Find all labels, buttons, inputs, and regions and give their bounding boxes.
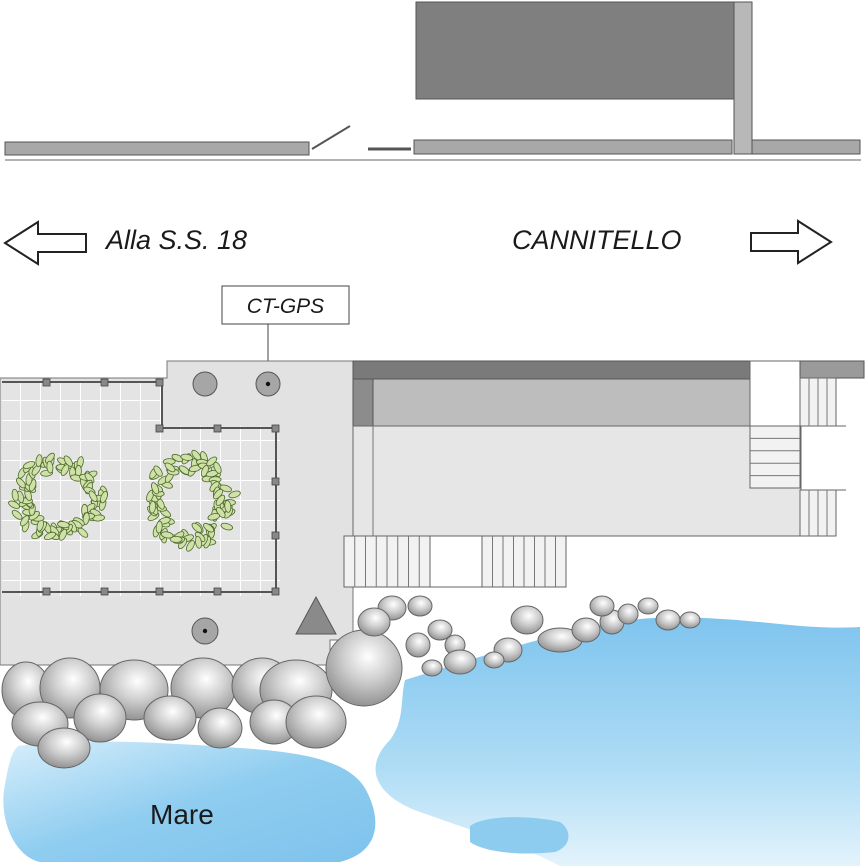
rock	[407, 595, 433, 617]
wall-far-right	[751, 139, 861, 155]
wall-right	[413, 139, 733, 155]
sea-lower-pool	[470, 817, 569, 854]
rock	[197, 707, 243, 749]
station-callout: CT-GPS	[221, 285, 350, 380]
direction-left: Alla S.S. 18	[3, 220, 247, 266]
rock	[285, 695, 347, 749]
stairs	[343, 377, 846, 588]
building-shadow-left	[352, 378, 374, 427]
building-roof-band	[372, 378, 751, 427]
rock	[143, 695, 197, 741]
rock	[325, 629, 403, 707]
left-arrow-icon	[3, 220, 87, 266]
building-block	[415, 1, 735, 100]
rock	[357, 607, 391, 637]
station-label-box	[221, 285, 350, 325]
rock	[510, 605, 544, 635]
rock	[679, 611, 701, 629]
building-complex	[343, 360, 865, 588]
stair-top-right	[799, 360, 865, 379]
shrub	[8, 452, 108, 541]
right-arrow-icon	[750, 219, 833, 265]
rock	[73, 693, 127, 743]
rock	[589, 595, 615, 617]
gate-leaf	[311, 125, 351, 150]
rock	[655, 609, 681, 631]
building-roof-dark	[352, 360, 751, 380]
rock	[637, 597, 659, 615]
rock	[405, 632, 431, 658]
right-direction-label: CANNITELLO	[512, 225, 682, 255]
rock	[427, 619, 453, 641]
station-label: CT-GPS	[247, 295, 324, 318]
lower-landing	[429, 535, 483, 588]
triangle-benchmark-icon	[295, 595, 337, 635]
stair-flight	[749, 425, 801, 489]
sea: Mare	[3, 617, 860, 866]
shrubs	[8, 449, 241, 552]
rock	[443, 649, 477, 675]
road-strip	[4, 1, 861, 161]
stair-landing	[749, 360, 801, 427]
rock	[483, 651, 505, 669]
wall-left	[4, 141, 310, 156]
rock	[421, 659, 443, 677]
shrub	[146, 449, 241, 552]
rock	[37, 727, 91, 769]
building-wall-vertical	[733, 1, 753, 155]
rocks	[1, 595, 701, 769]
direction-right: CANNITELLO	[512, 219, 833, 265]
rock	[617, 603, 639, 625]
building-body	[352, 425, 802, 537]
rock	[571, 617, 601, 643]
fence-posts	[42, 378, 280, 596]
sea-right	[375, 617, 860, 866]
left-direction-label: Alla S.S. 18	[104, 225, 247, 255]
bottom-marker	[191, 617, 219, 645]
garden	[2, 378, 280, 596]
gps-marker-icon	[255, 371, 281, 397]
sea-label: Mare	[150, 799, 214, 830]
pillar-marker	[192, 371, 218, 397]
sea-left-bay	[3, 741, 376, 862]
